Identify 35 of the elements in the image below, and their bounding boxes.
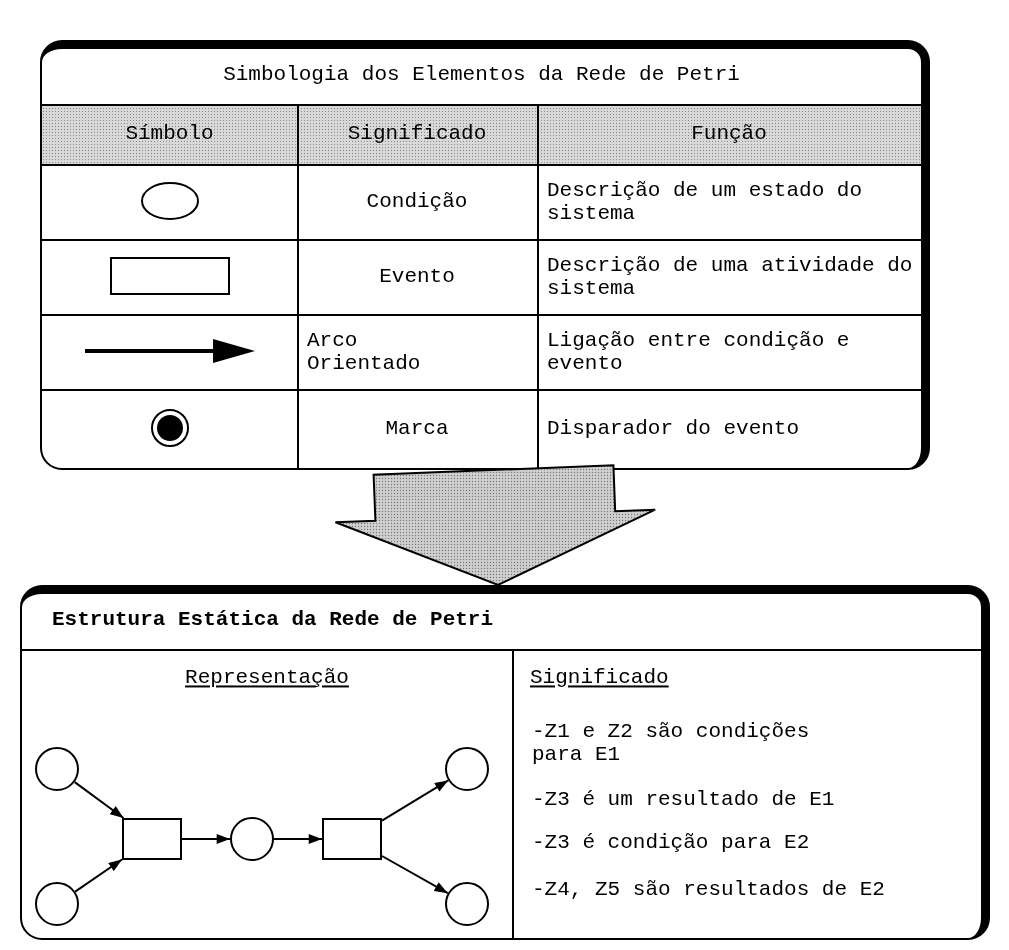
place-circle	[230, 817, 274, 861]
table-panel	[40, 40, 930, 470]
place-circle	[35, 882, 79, 926]
arrow	[273, 834, 323, 844]
transition-box	[122, 818, 182, 860]
table-text: Condição	[366, 189, 468, 214]
section-heading: Representação	[185, 665, 349, 690]
column-header: Significado	[347, 122, 487, 146]
arrow	[181, 834, 231, 844]
table-text: Descrição de um estado do sistema	[547, 178, 864, 225]
table-text: Arco Orientado	[307, 328, 422, 375]
arrow	[74, 858, 123, 893]
note-text: -Z1 e Z2 são condições para E1	[532, 719, 811, 766]
place-circle	[445, 882, 489, 926]
block-arrow	[334, 464, 657, 587]
note-text: -Z4, Z5 são resultados de E2	[532, 878, 885, 902]
column-header: Símbolo	[125, 122, 214, 146]
note-text: -Z3 é um resultado de E1	[532, 788, 835, 812]
table-text: Evento	[379, 264, 455, 289]
table-text: Descrição de uma atividade do sistema	[547, 253, 914, 300]
table-text: Marca	[385, 416, 449, 441]
transition-box	[322, 818, 382, 860]
arrow	[73, 781, 125, 819]
panel-title: Estrutura Estática da Rede de Petri	[52, 608, 494, 631]
table-text: Ligação entre condição e evento	[547, 328, 851, 375]
place-circle	[35, 747, 79, 791]
note-text: -Z3 é condição para E2	[532, 830, 810, 855]
column-header: Função	[691, 122, 767, 146]
panel-title: Simbologia dos Elementos da Rede de Petri	[223, 63, 740, 86]
place-circle	[445, 747, 489, 791]
structure-panel	[20, 585, 990, 940]
arrow	[381, 855, 449, 895]
table-text: Disparador do evento	[547, 416, 800, 441]
arrow	[381, 779, 450, 822]
section-heading: Significado	[530, 665, 669, 690]
